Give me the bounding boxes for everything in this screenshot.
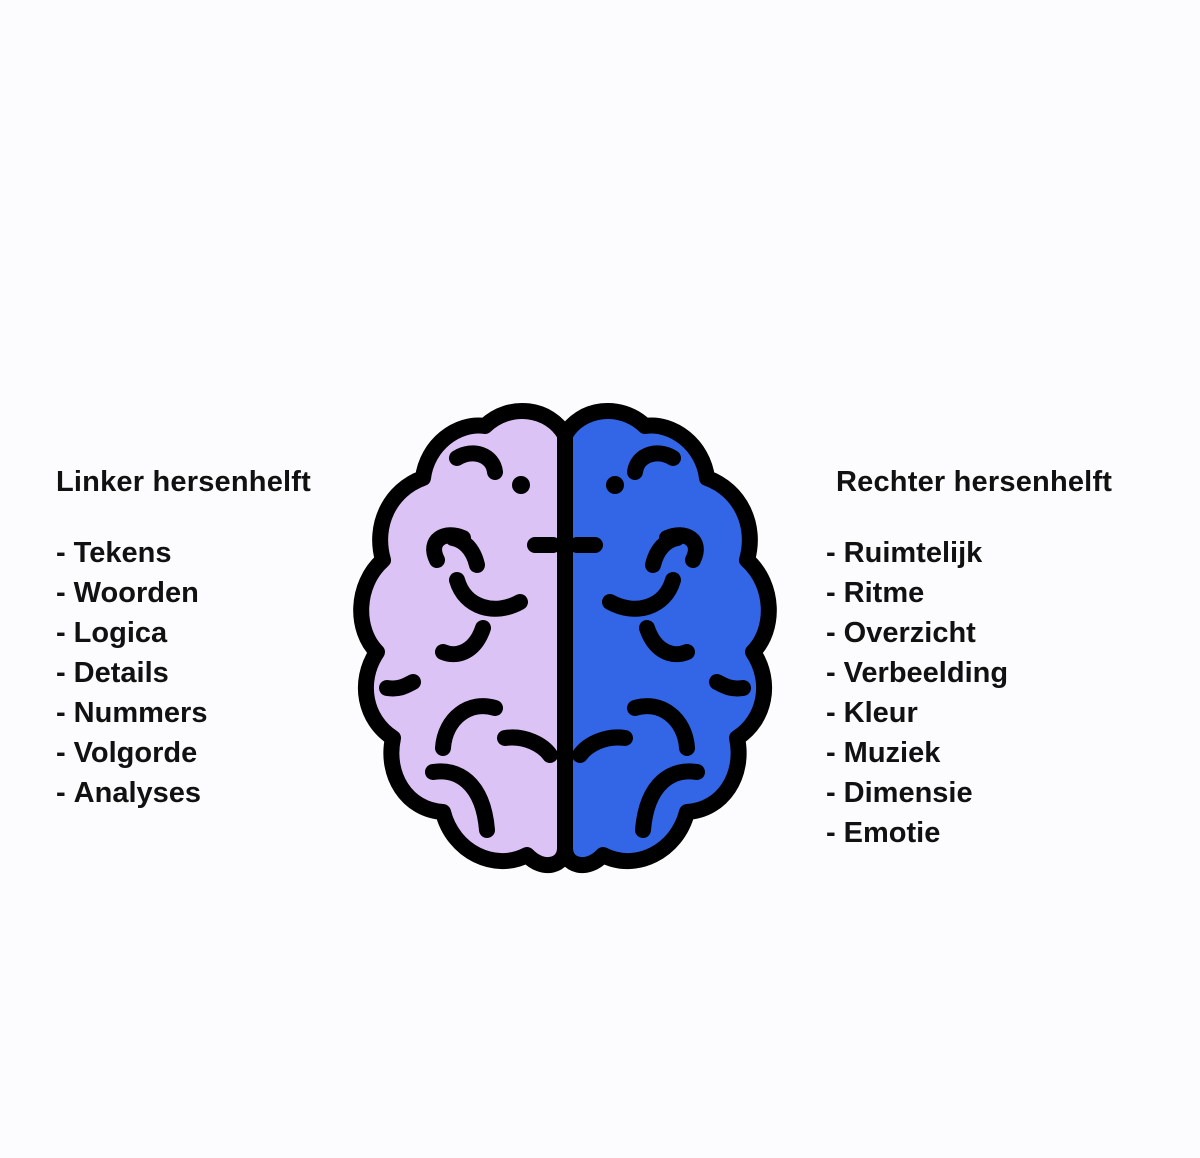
left-hemisphere-list: -Tekens -Woorden -Logica -Details -Numme… bbox=[56, 533, 311, 813]
list-item: -Emotie bbox=[826, 817, 941, 849]
list-item: -Muziek bbox=[826, 737, 941, 769]
list-item: -Verbeelding bbox=[826, 657, 1009, 689]
list-item: -Overzicht bbox=[826, 617, 976, 649]
right-hemisphere-shape bbox=[557, 403, 777, 873]
list-item: -Volgorde bbox=[56, 737, 198, 769]
left-dot bbox=[512, 476, 530, 494]
list-item: -Tekens bbox=[56, 537, 172, 569]
left-folds bbox=[379, 445, 561, 838]
brain-icon bbox=[353, 403, 777, 873]
list-item: -Woorden bbox=[56, 577, 199, 609]
list-item: -Nummers bbox=[56, 697, 208, 729]
left-hemisphere-title: Linker hersenhelft bbox=[56, 466, 311, 498]
left-hemisphere-panel: Linker hersenhelft -Tekens -Woorden -Log… bbox=[56, 466, 311, 813]
list-item: -Ritme bbox=[826, 577, 925, 609]
list-item: -Logica bbox=[56, 617, 168, 649]
right-hemisphere-title: Rechter hersenhelft bbox=[836, 466, 1113, 498]
right-dot bbox=[606, 476, 624, 494]
list-item: -Details bbox=[56, 657, 169, 689]
left-hemisphere-shape bbox=[353, 403, 573, 873]
list-item: -Kleur bbox=[826, 697, 918, 729]
right-hemisphere-list: -Ruimtelijk -Ritme -Overzicht -Verbeeldi… bbox=[826, 533, 1112, 853]
list-item: -Ruimtelijk bbox=[826, 537, 983, 569]
right-hemisphere-panel: Rechter hersenhelft -Ruimtelijk -Ritme -… bbox=[826, 466, 1113, 853]
list-item: -Analyses bbox=[56, 777, 202, 809]
list-item: -Dimensie bbox=[826, 777, 973, 809]
right-folds bbox=[569, 445, 751, 838]
